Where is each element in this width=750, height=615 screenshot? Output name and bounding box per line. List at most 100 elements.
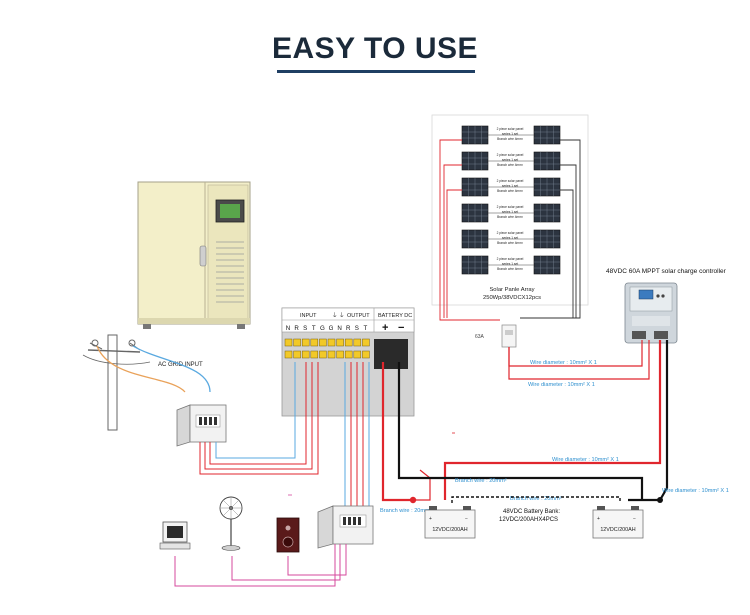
terminal-letter: T	[312, 325, 316, 332]
solar-row-label: 2 piece solar panel	[497, 231, 524, 235]
terminal-input-label: INPUT	[300, 313, 317, 319]
terminal-screw	[284, 338, 293, 347]
terminal-screw	[327, 350, 336, 359]
battery-left-label: 12VDC/200AH	[432, 527, 467, 533]
controller-display	[638, 289, 654, 300]
terminal-screw	[319, 338, 327, 347]
svg-text:⏚ ⏚: ⏚ ⏚	[332, 312, 345, 319]
terminal-letter: N	[286, 325, 290, 332]
terminal-screw	[310, 338, 319, 347]
terminal-to-battery-negative-wire	[397, 362, 644, 500]
svg-text:+: +	[429, 516, 432, 522]
battery-bank-spec: 12VDC/200AHX4PCS	[499, 517, 558, 523]
solar-string-wires	[439, 139, 581, 321]
ac-output-wires	[344, 362, 370, 510]
solar-row-label: series 1 set	[502, 262, 518, 266]
terminal-screw	[336, 338, 344, 347]
terminal-letter: S	[355, 325, 359, 332]
terminal-screw	[301, 338, 310, 347]
solar-panel	[461, 125, 489, 145]
terminal-screw	[362, 350, 370, 359]
solar-array-frame	[431, 114, 589, 306]
wire-label-10mm-d: Wire diameter : 10mm² X 1	[662, 488, 729, 494]
solar-panel	[533, 203, 561, 223]
battery-series-dashed-link	[451, 496, 621, 503]
branch-wire-label-a: Branch wire : 20mm²	[455, 478, 507, 484]
solar-row-label: Branch wire 4mm²	[497, 215, 523, 219]
controller-to-battery-negative-wire	[628, 340, 669, 502]
solar-row-label: 2 piece solar panel	[497, 153, 524, 157]
terminal-screw	[301, 350, 310, 359]
terminal-screw	[353, 350, 362, 359]
solar-row-label: series 1 set	[502, 184, 518, 188]
solar-row-label: 2 piece solar panel	[497, 179, 524, 183]
mppt-controller	[624, 282, 678, 344]
solar-row-label: 2 piece solar panel	[497, 205, 524, 209]
computer-load-icon	[159, 521, 191, 550]
utility-pole	[82, 334, 151, 431]
junction-dot-negative	[657, 497, 663, 503]
inverter-vent-grill	[216, 241, 244, 303]
terminal-letter: T	[364, 325, 368, 332]
solar-row-label: series 1 set	[502, 132, 518, 136]
terminal-screw	[319, 350, 327, 359]
solar-row-label: Branch wire 4mm²	[497, 163, 523, 167]
solar-panel	[533, 229, 561, 249]
terminal-screw	[336, 350, 344, 359]
grid-feed-wire-blue	[132, 345, 211, 393]
solar-panel	[461, 229, 489, 249]
battery-right: + − 12VDC/200AH	[592, 506, 644, 539]
title-underline	[277, 70, 475, 73]
terminal-screw	[344, 338, 353, 347]
terminal-battery-label: BATTERY DC	[378, 313, 412, 319]
solar-panel	[533, 125, 561, 145]
solar-panel	[533, 151, 561, 171]
terminal-output-label: OUTPUT	[347, 313, 370, 319]
controller-title: 48VDC 60A MPPT solar charge controller	[606, 268, 727, 275]
solar-row-label: series 1 set	[502, 236, 518, 240]
svg-text:+: +	[597, 516, 600, 522]
terminal-screw	[310, 350, 319, 359]
solar-row-label: Branch wire 4mm²	[497, 189, 523, 193]
battery-branch-wire-red	[413, 469, 470, 501]
ac-input-wires	[199, 362, 319, 475]
solar-row-label: Branch wire 4mm²	[497, 241, 523, 245]
solar-array-label: Solar Panle Array	[489, 287, 534, 293]
page-title: EASY TO USE	[271, 32, 479, 65]
terminal-letter: G	[329, 325, 334, 332]
terminal-screw	[293, 338, 301, 347]
solar-panel	[461, 151, 489, 171]
wire-label-10mm-a: Wire diameter : 10mm² X 1	[530, 360, 597, 366]
solar-row-label: series 1 set	[502, 210, 518, 214]
terminal-screw	[327, 338, 336, 347]
wire-label-10mm-b: Wire diameter : 10mm² X 1	[528, 382, 595, 388]
terminal-letter: S	[303, 325, 307, 332]
solar-row-label: Branch wire 4mm²	[497, 267, 523, 271]
ac-output-distribution-box	[317, 505, 374, 549]
battery-bank-label: 48VDC Battery Bank:	[503, 509, 560, 515]
terminal-to-battery-positive-wire	[381, 362, 413, 502]
breaker-rating-label: 63A	[475, 334, 485, 340]
branch-wire-label-b: Branch wire : 20mm²	[380, 508, 432, 514]
solar-row-label: Branch wire 4mm²	[497, 137, 523, 141]
terminal-screw	[344, 350, 353, 359]
battery-right-label: 12VDC/200AH	[600, 527, 635, 533]
grid-feed-wire-orange	[96, 345, 186, 393]
solar-row-label: 2 piece solar panel	[497, 257, 524, 261]
terminal-screw	[353, 338, 362, 347]
speaker-load-icon	[276, 517, 300, 553]
controller-to-battery-positive-wire	[443, 340, 662, 500]
inverter-cabinet	[137, 181, 251, 329]
battery-minus-sign: −	[398, 322, 404, 334]
terminal-screw	[293, 350, 301, 359]
svg-text:−: −	[465, 516, 468, 522]
solar-row-label: 2 piece solar panel	[497, 127, 524, 131]
solar-panel	[461, 255, 489, 275]
fan-load-icon	[219, 496, 243, 551]
battery-left: + − 12VDC/200AH	[424, 506, 476, 539]
branch-wire-label-c: Branch wire : 20mm²	[510, 496, 562, 502]
solar-panel	[461, 203, 489, 223]
